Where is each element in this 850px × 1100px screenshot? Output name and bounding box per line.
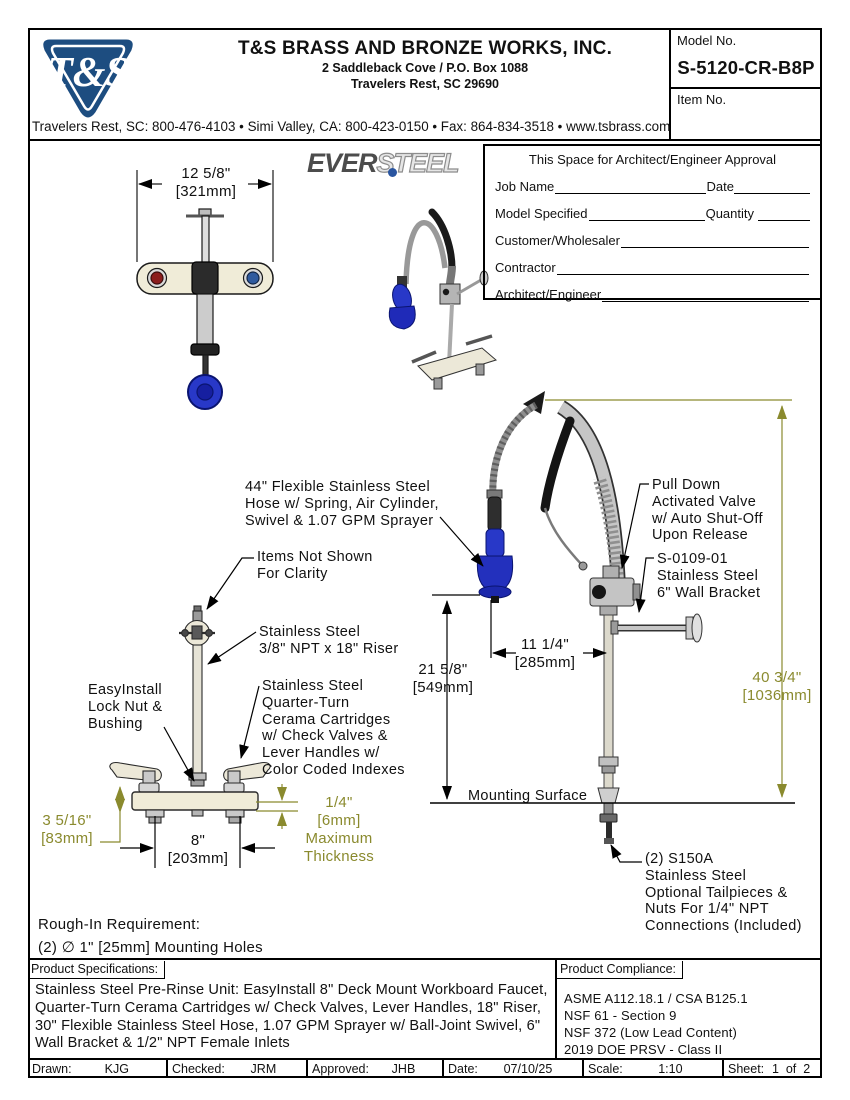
callout-cartridges: Stainless Steel Quarter-Turn Cerama Cart… — [262, 678, 405, 779]
checked-label: Checked: — [172, 1062, 225, 1076]
product-compliance-box: Product Compliance: ASME A112.18.1 / CSA… — [557, 958, 822, 1059]
approval-title: This Space for Architect/Engineer Approv… — [528, 152, 777, 167]
approved-value: JHB — [391, 1062, 416, 1076]
callout-locknut: EasyInstall Lock Nut & Bushing — [88, 682, 163, 732]
customer-line — [621, 234, 809, 248]
sheet-label: Sheet: — [728, 1062, 765, 1076]
date-line — [734, 180, 810, 194]
page-border — [28, 28, 822, 1078]
callout-riser: Stainless Steel 3/8" NPT x 18" Riser — [259, 624, 399, 657]
job-name-line — [555, 180, 706, 194]
model-specified-line — [588, 207, 705, 221]
header-bottom-rule — [28, 139, 822, 141]
compliance-item: NSF 61 - Section 9 — [564, 1007, 677, 1023]
model-no-value: S-5120-CR-B8P — [677, 57, 815, 78]
model-item-divider — [669, 87, 822, 89]
architect-label: Architect/Engineer — [495, 287, 602, 302]
company-header: T&S BRASS AND BRONZE WORKS, INC. 2 Saddl… — [185, 38, 665, 93]
quantity-line — [758, 207, 810, 221]
job-name-label: Job Name — [495, 179, 555, 194]
callout-pulldown-valve: Pull Down Activated Valve w/ Auto Shut-O… — [652, 477, 763, 544]
callout-hose: 44" Flexible Stainless Steel Hose w/ Spr… — [245, 479, 439, 529]
titleblock-drawn: Drawn: KJG — [28, 1060, 168, 1078]
approval-row-architect: Architect/Engineer — [495, 287, 810, 302]
model-column-divider — [669, 28, 671, 141]
dim-8in: 8" [203mm] — [167, 832, 229, 867]
callout-items-not-shown: Items Not Shown For Clarity — [257, 549, 373, 582]
mounting-surface-label: Mounting Surface — [468, 788, 588, 804]
titleblock-checked: Checked: JRM — [168, 1060, 308, 1078]
titleblock-scale: Scale: 1:10 — [584, 1060, 724, 1078]
company-name: T&S BRASS AND BRONZE WORKS, INC. — [237, 38, 613, 59]
checked-value: JRM — [250, 1062, 277, 1076]
product-specifications-title: Product Specifications: — [28, 961, 166, 979]
titleblock-date: Date: 07/10/25 — [444, 1060, 584, 1078]
titleblock-sheet: Sheet: 1 of 2 — [724, 1060, 822, 1078]
approval-row-job: Job Name Date — [495, 179, 810, 194]
compliance-item: 2019 DOE PRSV - Class II — [564, 1041, 723, 1057]
compliance-item: ASME A112.18.1 / CSA B125.1 — [564, 991, 748, 1006]
quantity-label: Quantity — [705, 206, 754, 221]
product-specifications-body: Stainless Steel Pre-Rinse Unit: EasyInst… — [35, 982, 548, 1052]
item-no-label: Item No. — [677, 92, 727, 107]
contact-line: Travelers Rest, SC: 800-476-4103 • Simi … — [32, 119, 671, 134]
date-value: 07/10/25 — [503, 1062, 553, 1076]
dim-40-3-4: 40 3/4" [1036mm] — [742, 669, 812, 704]
title-block: Drawn: KJG Checked: JRM Approved: JHB Da… — [28, 1058, 822, 1078]
callout-wall-bracket: S-0109-01 Stainless Steel 6" Wall Bracke… — [657, 551, 761, 601]
architect-line — [602, 288, 809, 302]
product-compliance-list: ASME A112.18.1 / CSA B125.1 NSF 61 - Sec… — [557, 979, 822, 1059]
model-specified-label: Model Specified — [495, 206, 588, 221]
titleblock-approved: Approved: JHB — [308, 1060, 444, 1078]
approval-row-model: Model Specified Quantity — [495, 206, 810, 221]
scale-value: 1:10 — [658, 1062, 683, 1076]
contractor-label: Contractor — [495, 260, 556, 275]
eversteel-blue-dot — [388, 168, 397, 177]
approval-row-customer: Customer/Wholesaler — [495, 233, 810, 248]
dim-21-5-8: 21 5/8" [549mm] — [412, 661, 474, 696]
sheet-value: 1 of 2 — [771, 1062, 811, 1076]
dim-1-4-max-thickness: 1/4" [6mm] Maximum Thickness — [303, 794, 375, 865]
dim-11-1-4: 11 1/4" [285mm] — [514, 636, 576, 671]
eversteel-logo: EVERSTEEL — [307, 147, 460, 179]
approval-row-contractor: Contractor — [495, 260, 810, 275]
dim-3-5-16: 3 5/16" [83mm] — [41, 812, 93, 847]
product-specifications-box: Product Specifications: Stainless Steel … — [28, 958, 557, 1059]
product-compliance-title: Product Compliance: — [557, 961, 684, 979]
contractor-line — [556, 261, 809, 275]
company-address-2: Travelers Rest, SC 29690 — [350, 77, 500, 92]
approval-box: This Space for Architect/Engineer Approv… — [483, 144, 822, 302]
approved-label: Approved: — [312, 1062, 369, 1076]
scale-label: Scale: — [588, 1062, 623, 1076]
model-no-label: Model No. — [677, 33, 737, 48]
rough-in-requirement: Rough-In Requirement: (2) ∅ 1" [25mm] Mo… — [38, 916, 263, 957]
customer-label: Customer/Wholesaler — [495, 233, 620, 248]
date-label: Date: — [448, 1062, 478, 1076]
drawn-label: Drawn: — [32, 1062, 72, 1076]
company-address-1: 2 Saddleback Cove / P.O. Box 1088 — [321, 61, 529, 75]
dim-width-top: 12 5/8" [321mm] — [175, 165, 237, 200]
compliance-item: NSF 372 (Low Lead Content) — [564, 1024, 737, 1040]
date-label: Date — [706, 179, 734, 194]
eversteel-ever-text: EVER — [307, 148, 378, 178]
drawn-value: KJG — [104, 1062, 129, 1076]
callout-tailpieces: (2) S150A Stainless Steel Optional Tailp… — [645, 851, 802, 935]
